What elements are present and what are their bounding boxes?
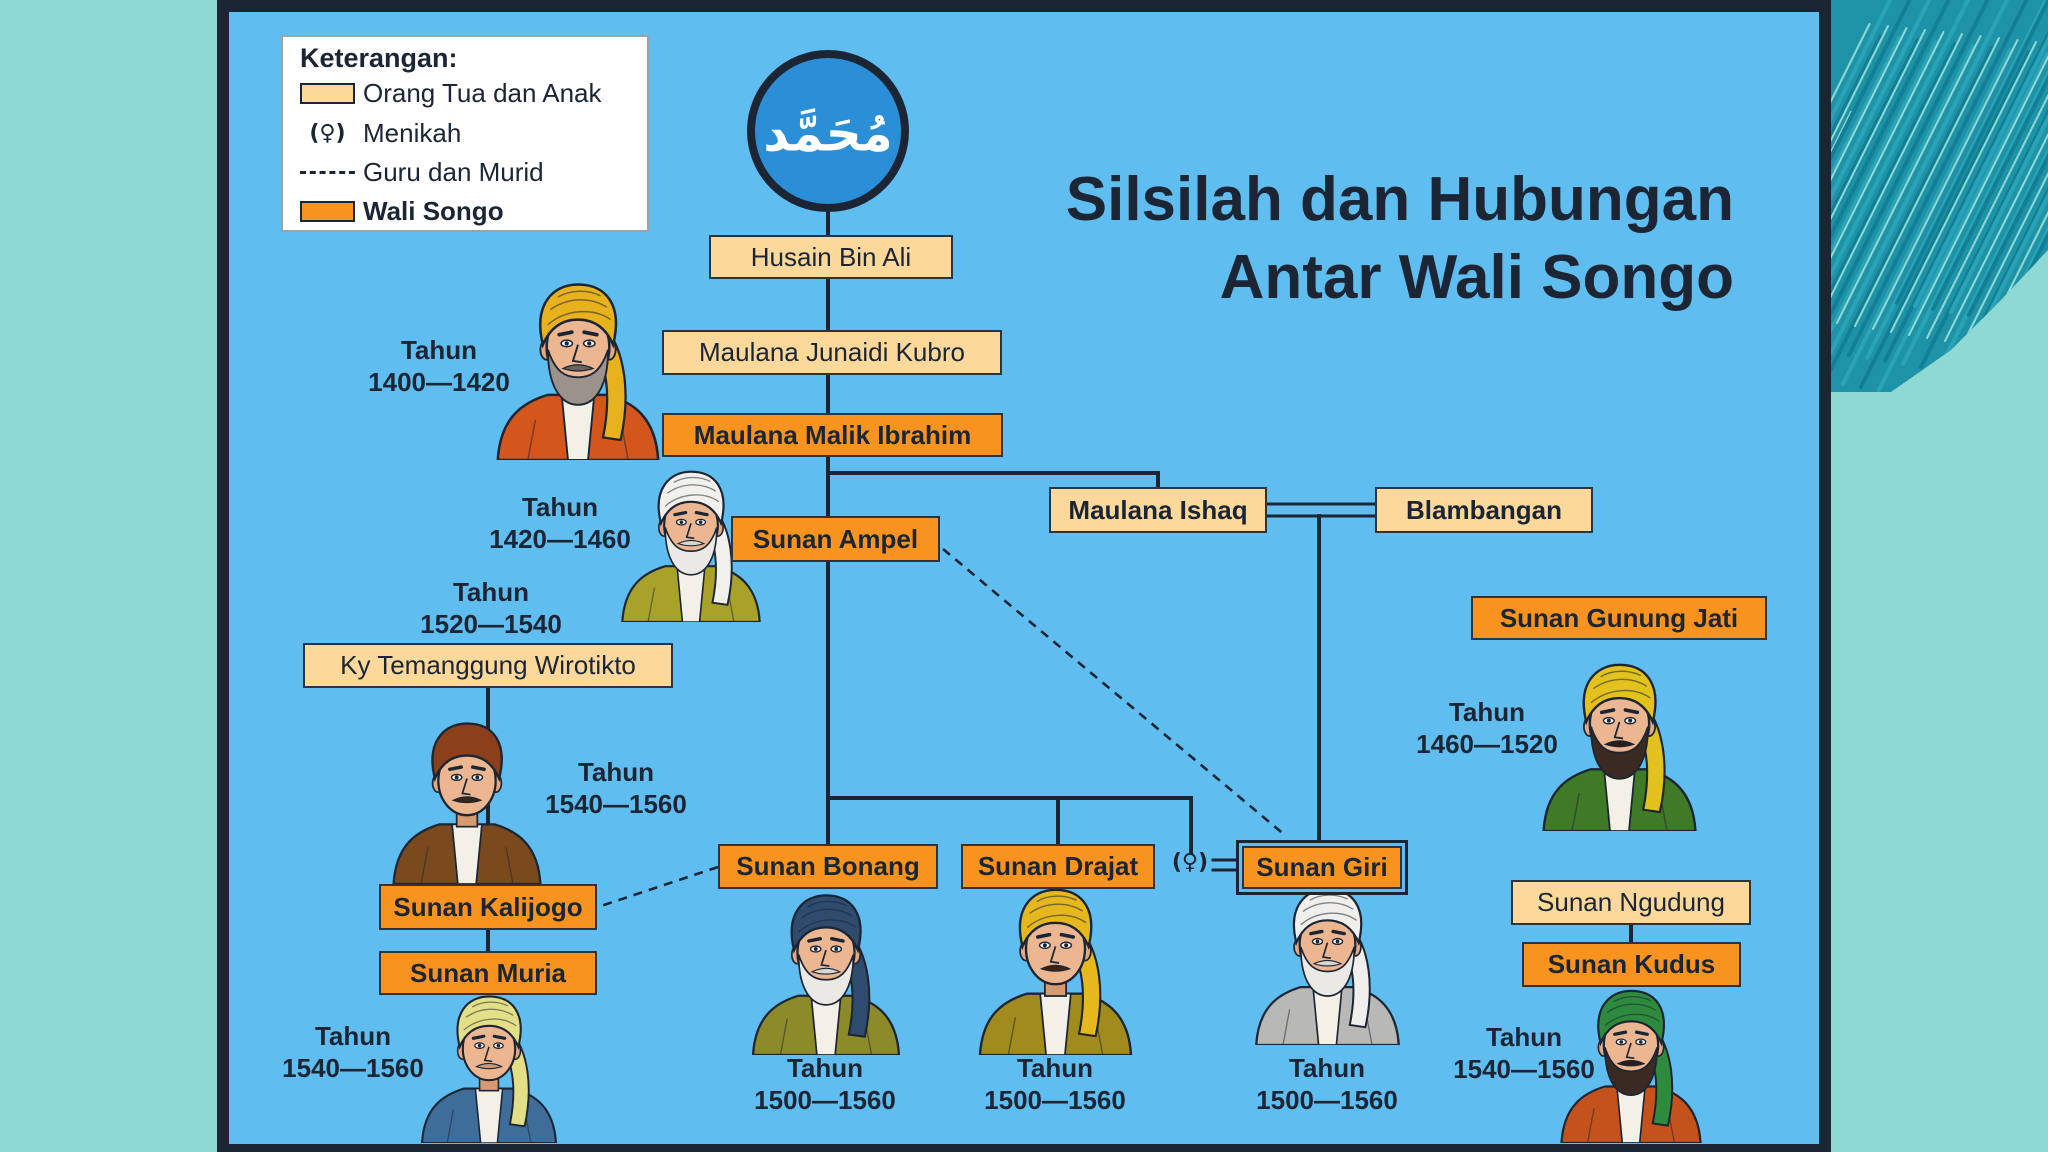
year-label: Tahun: [314, 1021, 392, 1051]
legend-item-married: (♀) Menikah: [300, 115, 640, 151]
year-range: 1500—1560: [984, 1085, 1126, 1115]
years-sunan-kudus: Tahun 1540—1560: [1424, 1021, 1624, 1085]
year-range: 1540—1560: [282, 1053, 424, 1083]
year-label: Tahun: [521, 492, 599, 522]
portrait-sunan-bonang: [738, 884, 914, 1055]
portrait-sunan-kalijogo: [379, 712, 555, 884]
year-label: Tahun: [1288, 1053, 1366, 1083]
node-blambangan: Blambangan: [1375, 487, 1593, 533]
year-range: 1500—1560: [1256, 1085, 1398, 1115]
node-husain-bin-ali: Husain Bin Ali: [709, 235, 953, 279]
page-title-line-1: Silsilah dan Hubungan: [1065, 165, 1734, 234]
node-sunan-kalijogo: Sunan Kalijogo: [379, 884, 597, 930]
years-ky-temanggung: Tahun 1520—1540: [391, 576, 591, 640]
year-range: 1420—1460: [489, 524, 631, 554]
year-range: 1540—1560: [545, 789, 687, 819]
legend-item-wali-songo: Wali Songo: [300, 193, 640, 229]
node-maulana-junaidi-kubro: Maulana Junaidi Kubro: [662, 330, 1002, 375]
page-title-line-2: Antar Wali Songo: [1219, 243, 1734, 312]
year-range: 1400—1420: [368, 367, 510, 397]
portrait-malik-ibrahim: [490, 272, 666, 460]
node-sunan-giri: Sunan Giri: [1242, 846, 1402, 889]
portrait-sunan-giri: [1238, 878, 1417, 1045]
legend-swatch-orange: [300, 200, 355, 222]
year-label: Tahun: [786, 1053, 864, 1083]
node-sunan-muria: Sunan Muria: [379, 951, 597, 995]
years-sunan-kalijogo: Tahun 1540—1560: [516, 756, 716, 820]
marriage-symbol-icon: (♀): [309, 120, 346, 146]
legend-item-parent-child: Orang Tua dan Anak: [300, 75, 640, 111]
years-sunan-gunung-jati: Tahun 1460—1520: [1387, 696, 1587, 760]
legend-swatch-light: [300, 82, 355, 104]
brush-stroke-decoration: [1831, 0, 2048, 392]
years-malik-ibrahim: Tahun 1400—1420: [339, 334, 539, 398]
legend-label: Guru dan Murid: [363, 156, 544, 187]
year-range: 1540—1560: [1453, 1054, 1595, 1084]
legend-item-teacher-student: Guru dan Murid: [300, 154, 640, 190]
node-sunan-gunung-jati: Sunan Gunung Jati: [1471, 596, 1767, 640]
year-label: Tahun: [452, 577, 530, 607]
year-range: 1500—1560: [754, 1085, 896, 1115]
portrait-sunan-kudus: [1541, 980, 1721, 1143]
years-sunan-muria: Tahun 1540—1560: [253, 1020, 453, 1084]
emblem-calligraphy: مُحَمَّد: [763, 105, 892, 163]
year-label: Tahun: [577, 757, 655, 787]
year-label: Tahun: [1016, 1053, 1094, 1083]
year-label: Tahun: [1448, 697, 1526, 727]
marriage-symbol-icon: (♀): [1171, 850, 1209, 875]
portrait-sunan-muria: [401, 986, 577, 1143]
year-range: 1460—1520: [1416, 729, 1558, 759]
years-sunan-bonang: Tahun 1500—1560: [725, 1052, 925, 1116]
portrait-sunan-gunung-jati: [1528, 653, 1711, 831]
year-label: Tahun: [1485, 1022, 1563, 1052]
legend-title: Keterangan:: [300, 43, 458, 73]
years-sunan-ampel: Tahun 1420—1460: [460, 491, 660, 555]
legend-label: Menikah: [363, 117, 462, 148]
node-sunan-ngudung: Sunan Ngudung: [1511, 880, 1751, 925]
legend-label: Wali Songo: [363, 195, 504, 226]
portrait-sunan-ampel: [601, 461, 781, 622]
node-maulana-malik-ibrahim: Maulana Malik Ibrahim: [662, 413, 1003, 457]
years-sunan-drajat: Tahun 1500—1560: [955, 1052, 1155, 1116]
legend: Keterangan: Orang Tua dan Anak (♀) Menik…: [281, 35, 649, 232]
node-ky-temanggung-wirotikto: Ky Temanggung Wirotikto: [303, 643, 673, 688]
muhammad-emblem: مُحَمَّد: [746, 49, 910, 213]
node-sunan-ampel: Sunan Ampel: [731, 516, 940, 562]
node-sunan-kudus: Sunan Kudus: [1522, 942, 1741, 987]
legend-label: Orang Tua dan Anak: [363, 77, 602, 108]
years-sunan-giri: Tahun 1500—1560: [1227, 1052, 1427, 1116]
node-sunan-drajat: Sunan Drajat: [961, 844, 1155, 889]
portrait-sunan-drajat: [966, 878, 1145, 1055]
year-range: 1520—1540: [420, 609, 562, 639]
year-label: Tahun: [400, 335, 478, 365]
node-sunan-bonang: Sunan Bonang: [718, 844, 938, 889]
dashed-line-icon: [300, 170, 355, 174]
node-maulana-ishaq: Maulana Ishaq: [1049, 487, 1267, 533]
